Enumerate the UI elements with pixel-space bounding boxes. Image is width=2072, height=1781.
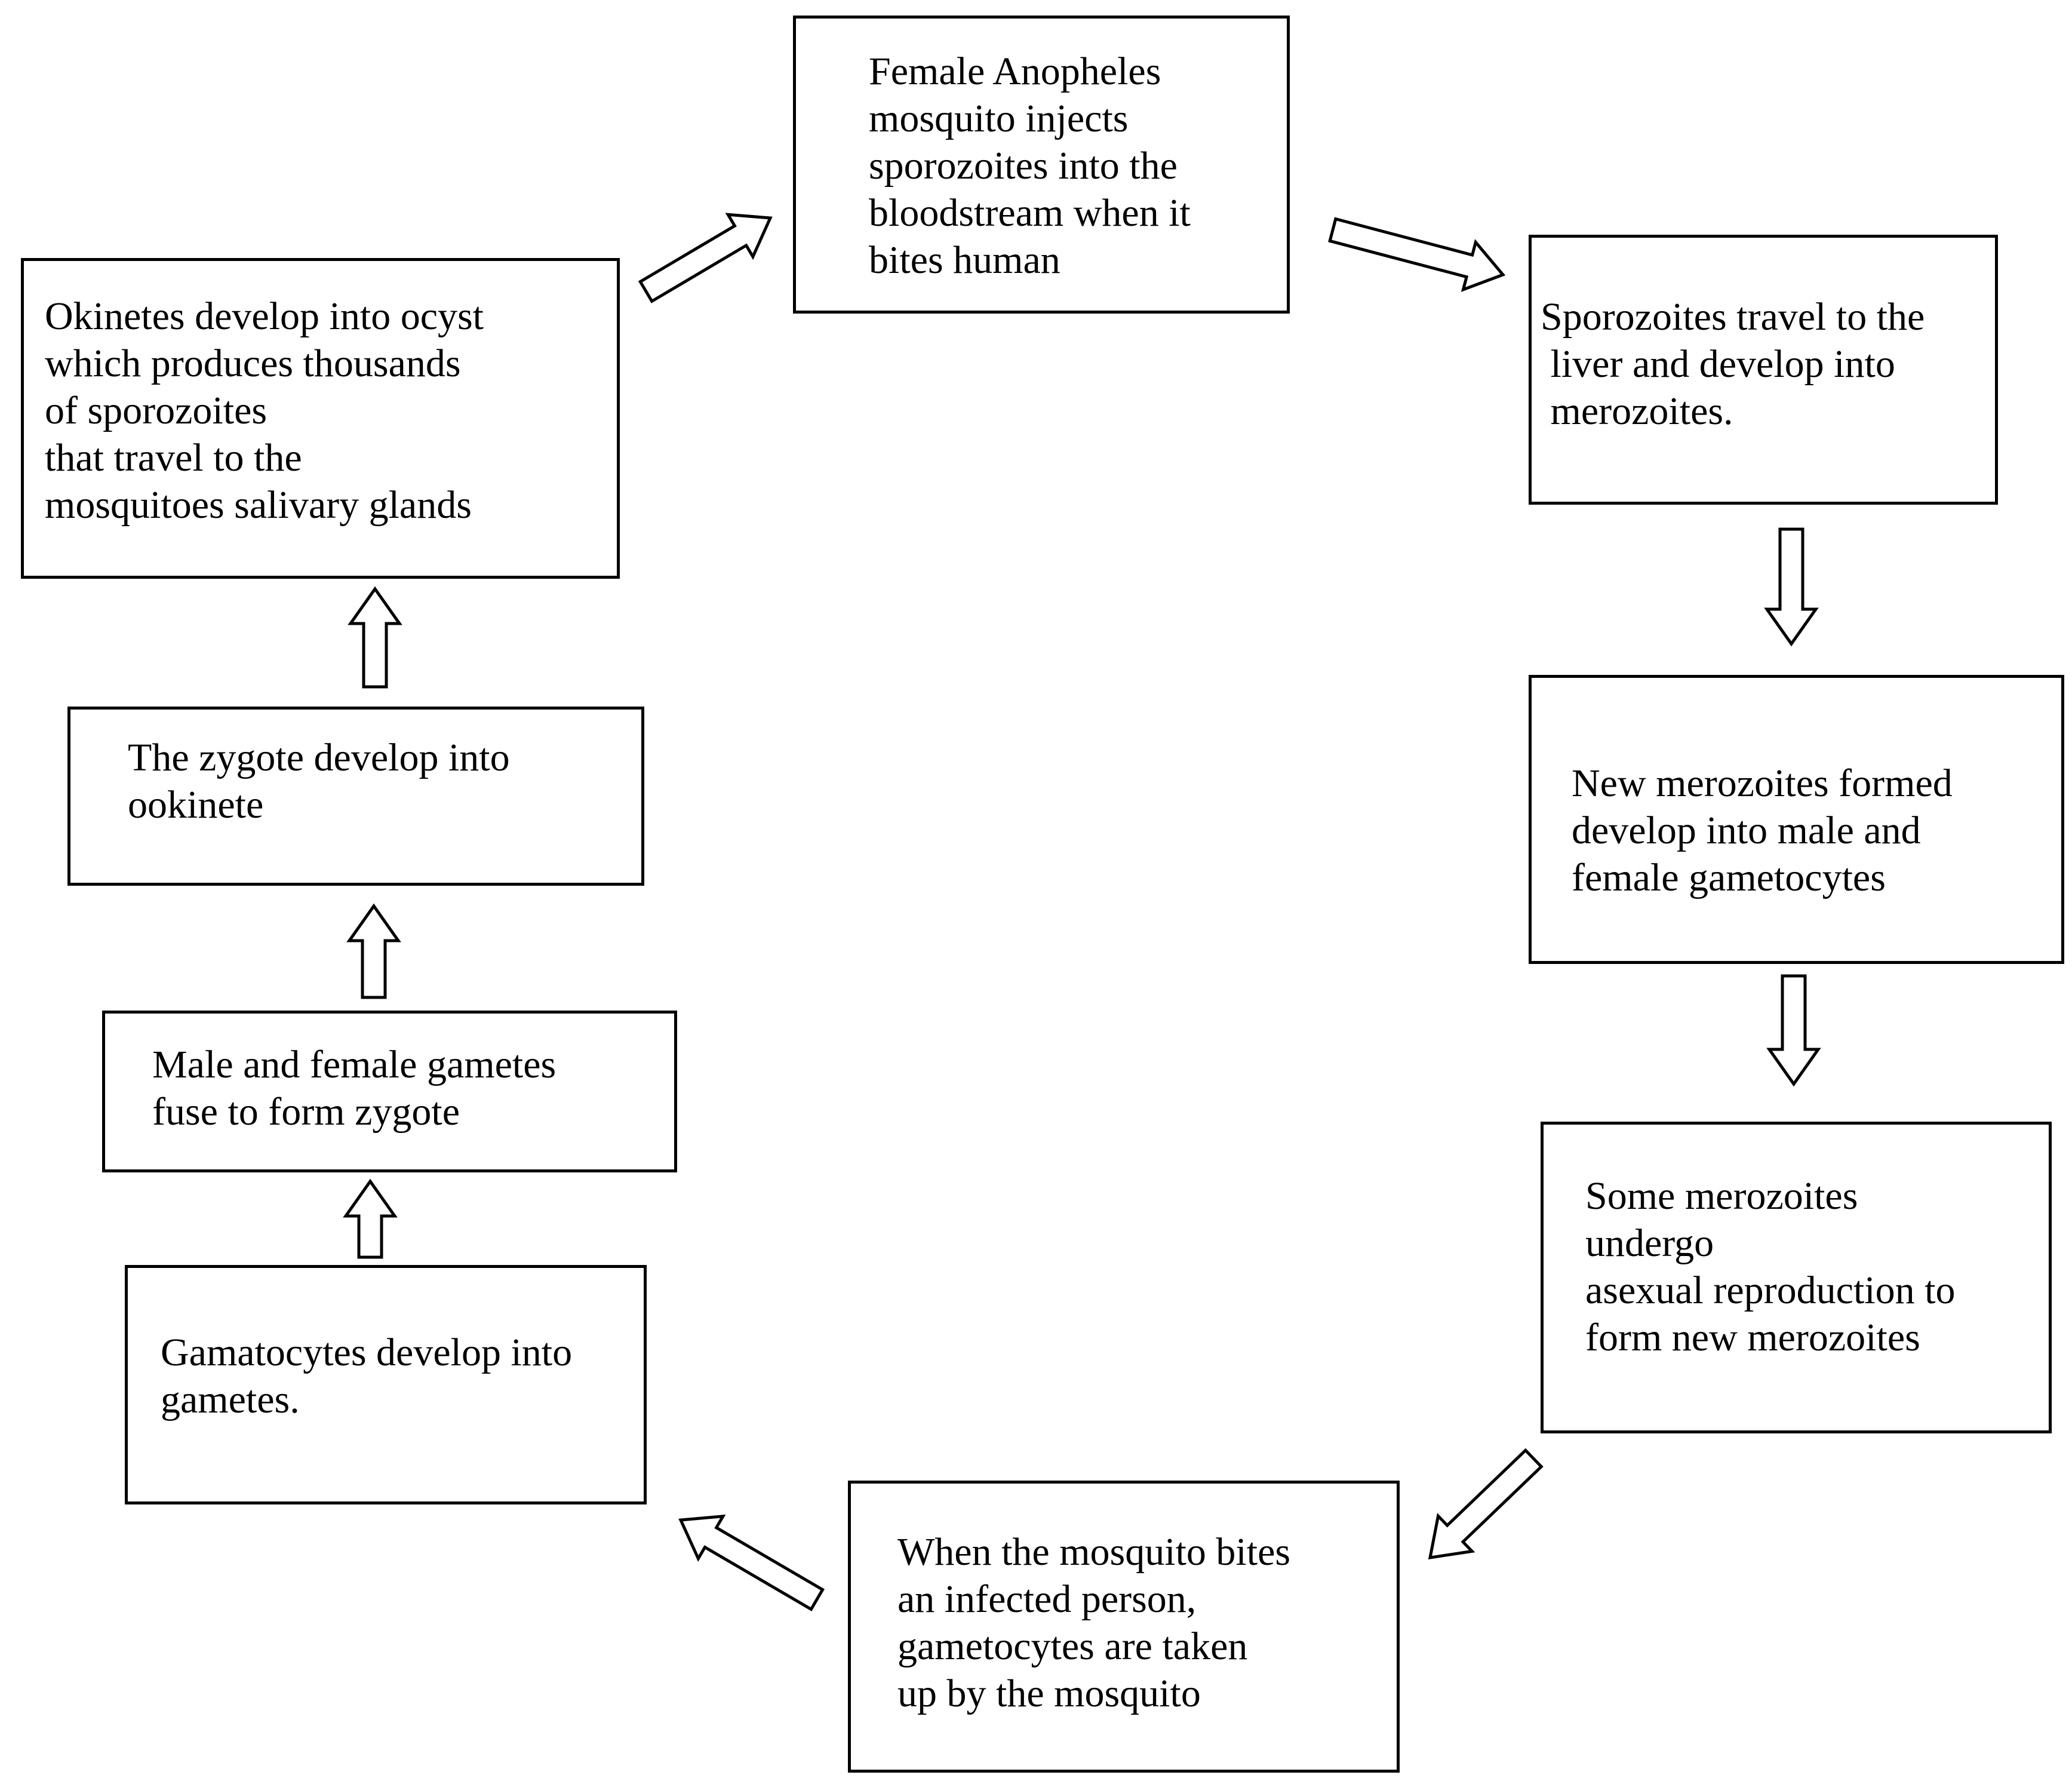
arrow-oocyst-to-inject (638, 213, 773, 303)
arrow-zygote-to-ookinete (346, 903, 401, 999)
step-box-oocyst (21, 258, 620, 579)
arrow-liver-to-gametocytes (1764, 527, 1819, 647)
arrow-gametocytes-to-asexual (1766, 974, 1821, 1087)
arrow-bite-to-gametes (678, 1514, 825, 1611)
step-text-inject: Female Anopheles mosquito injects sporoz… (869, 50, 1191, 282)
step-text-zygote: Male and female gametes fuse to form zyg… (152, 1043, 557, 1134)
step-box-zygote (102, 1011, 677, 1172)
step-text-oocyst: Okinetes develop into ocyst which produc… (45, 294, 484, 527)
step-text-gametes: Gamatocytes develop into gametes. (161, 1331, 573, 1421)
step-box-inject (793, 16, 1290, 314)
step-box-bite (848, 1481, 1400, 1773)
step-text-ookinete: The zygote develop into ookinete (128, 736, 510, 827)
arrow-inject-to-liver (1328, 217, 1506, 292)
arrow-asexual-to-bite (1428, 1448, 1544, 1560)
step-text-asexual: Some merozoites undergo asexual reproduc… (1585, 1174, 1956, 1359)
step-box-gametocytes (1529, 675, 2064, 964)
step-box-gametes (125, 1265, 647, 1504)
step-box-asexual (1541, 1122, 2052, 1433)
step-box-liver (1529, 235, 1998, 505)
step-text-bite: When the mosquito bites an infected pers… (897, 1530, 1291, 1715)
step-text-gametocytes: New merozoites formed develop into male … (1572, 761, 1953, 899)
step-text-liver: Sporozoites travel to the liver and deve… (1541, 295, 1925, 433)
arrow-gametes-to-zygote (343, 1178, 398, 1259)
step-box-ookinete (67, 707, 644, 886)
arrow-ookinete-to-oocyst (348, 586, 402, 689)
